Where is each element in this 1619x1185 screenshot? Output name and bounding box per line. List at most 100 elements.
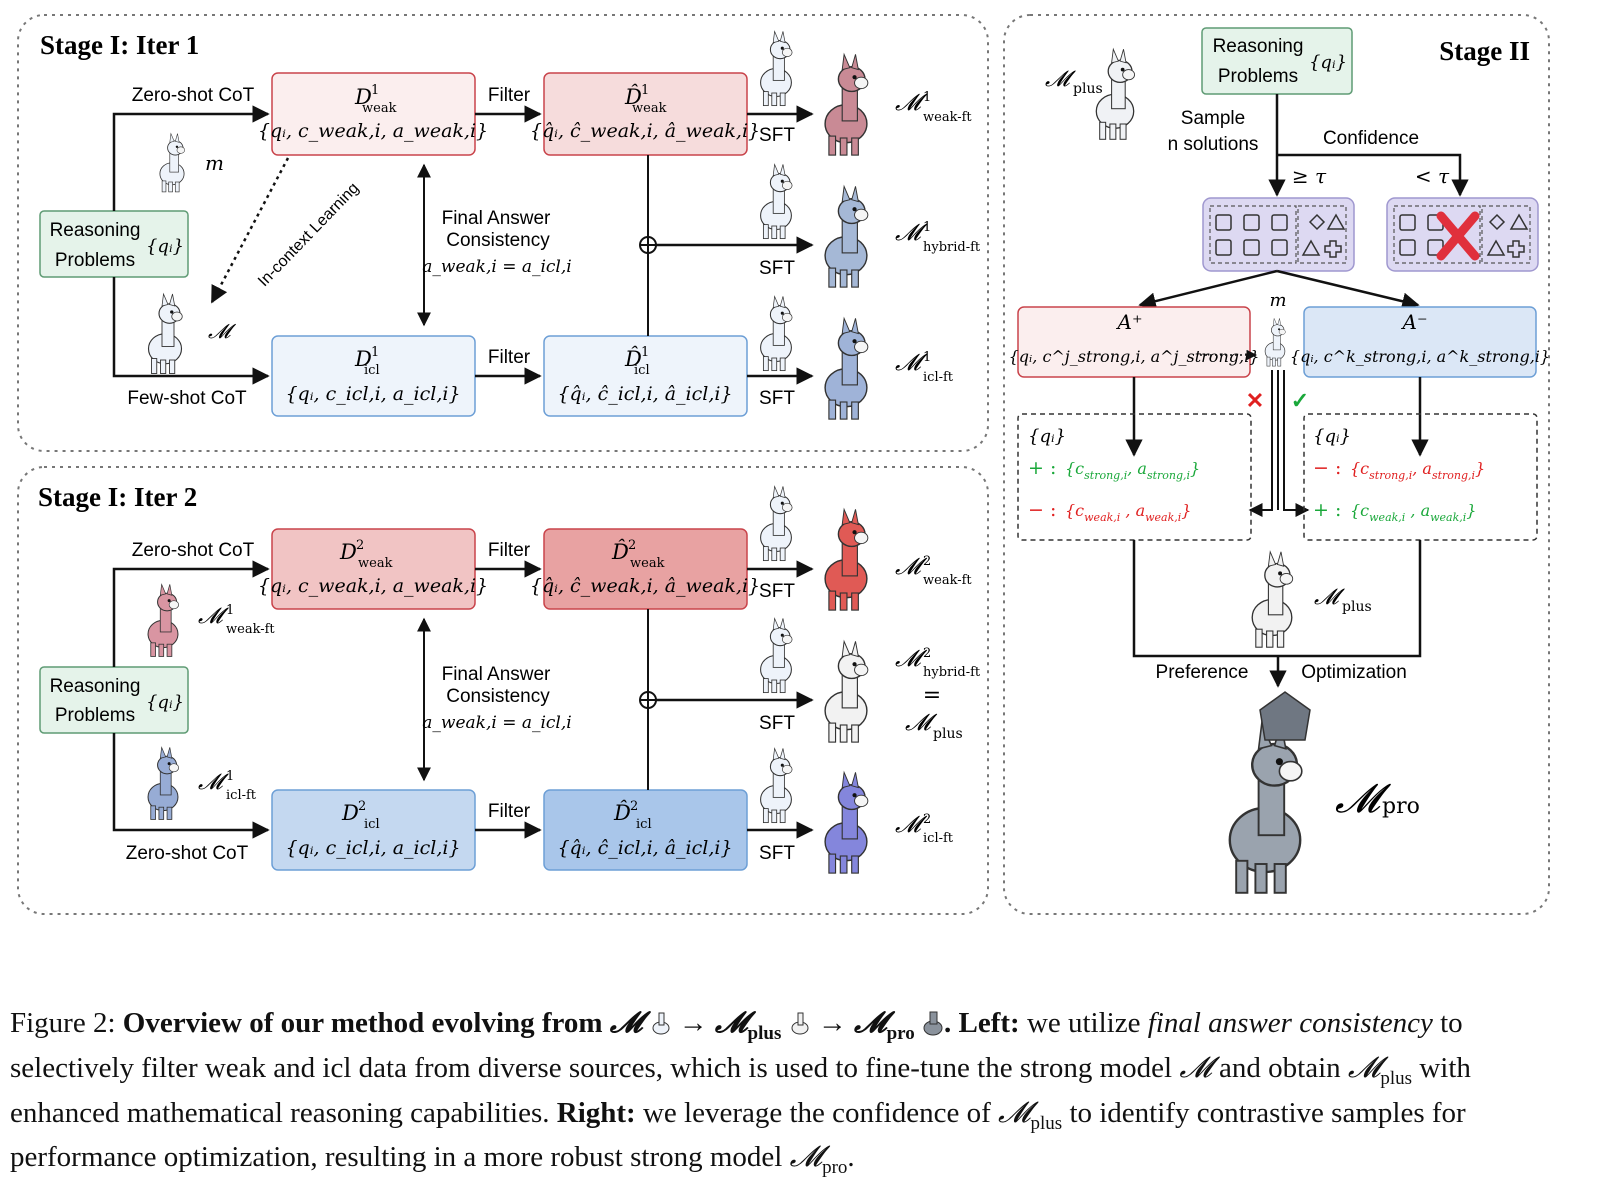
reject-x-icon — [1436, 211, 1480, 261]
stage2-m-pro: 𝓜 pro — [1335, 776, 1420, 822]
llama-icon — [824, 317, 869, 420]
iter2-output-hybrid-ft: 𝓜 2 hybrid-ft = 𝓜 plus — [895, 646, 981, 742]
svg-text:weak-ft: weak-ft — [923, 573, 972, 588]
iter2-problems-line1: Reasoning — [50, 676, 141, 697]
svg-text:𝓜: 𝓜 — [1045, 67, 1076, 92]
llama-icon — [650, 1010, 672, 1036]
iter1-d-weak-name: D — [354, 85, 372, 109]
stage2-a-plus: A⁺ — [1116, 310, 1143, 334]
iter1-d-icl-hat-sup: 1 — [641, 345, 649, 360]
llama-icon — [159, 133, 186, 193]
iter1-few-shot-label: Few-shot CoT — [127, 388, 247, 409]
iter2-zero-shot-top: Zero-shot CoT — [132, 540, 255, 561]
iter1-output-hybrid-ft: 𝓜 1 hybrid-ft — [895, 220, 981, 255]
iter2-title: Stage I: Iter 2 — [38, 482, 197, 512]
svg-text:hybrid-ft: hybrid-ft — [923, 240, 981, 255]
svg-text:1: 1 — [923, 90, 931, 105]
llama-icon — [760, 295, 793, 372]
stage2-ge-tau: ≥ τ — [1292, 164, 1327, 188]
iter2-d-icl-hat-set: {q̂ᵢ, ĉ_icl,i, â_icl,i} — [557, 837, 732, 859]
stage2-confidence: Confidence — [1323, 128, 1419, 149]
iter1-title: Stage I: Iter 1 — [40, 30, 199, 60]
panel-stage1-iter1 — [17, 14, 989, 452]
svg-text:plus: plus — [1342, 599, 1372, 615]
llama-icon — [760, 747, 793, 824]
stage2-optimization: Optimization — [1301, 662, 1407, 683]
iter1-problems-line1: Reasoning — [50, 220, 141, 241]
iter2-output-weak-ft: 𝓜 2 weak-ft — [895, 554, 972, 588]
llama-icon — [760, 163, 793, 240]
iter1-final-answer-1: Final Answer — [442, 208, 551, 229]
stage2-m-small: m — [1269, 290, 1286, 311]
iter2-d-icl-name: D — [341, 801, 359, 825]
iter2-d-weak-hat-sup: 2 — [628, 538, 636, 553]
iter1-d-icl-sub: icl — [364, 363, 380, 378]
iter2-d-weak-sup: 2 — [356, 538, 364, 553]
llama-icon — [760, 30, 793, 107]
svg-text:plus: plus — [933, 726, 963, 742]
iter1-final-answer-2: Consistency — [446, 230, 550, 251]
caption-title: Overview of our method evolving from — [122, 1007, 603, 1039]
iter1-filter-top: Filter — [488, 85, 531, 106]
llama-icon — [1228, 722, 1304, 894]
iter2-d-weak-set: {qᵢ, c_weak,i, a_weak,i} — [258, 575, 488, 597]
iter1-filter-bottom: Filter — [488, 347, 531, 368]
stage2-unconfident-samples — [1386, 197, 1539, 272]
figure-caption: Figure 2: Overview of our method evolvin… — [10, 1006, 1610, 1185]
llama-icon — [824, 640, 869, 743]
iter1-problems-line2: Problems — [55, 250, 135, 271]
iter1-d-icl-hat-set: {q̂ᵢ, ĉ_icl,i, â_icl,i} — [557, 383, 732, 405]
iter1-sft-2: SFT — [759, 258, 795, 279]
stage2-left-pairs — [1017, 413, 1252, 541]
armored-llama-icon — [922, 1010, 944, 1036]
caption-left-label: Left: — [958, 1007, 1020, 1039]
iter1-m-small: m — [205, 151, 224, 175]
caption-left-text-1: we utilize — [1026, 1007, 1141, 1039]
stage2-m-plus-label: 𝓜 plus — [1045, 67, 1103, 97]
iter2-d-icl-sub: icl — [364, 817, 380, 832]
svg-text:plus: plus — [1073, 81, 1103, 97]
llama-icon — [824, 53, 869, 156]
svg-text:weak-ft: weak-ft — [226, 622, 275, 637]
stage2-problems-line2: Problems — [1218, 66, 1298, 87]
llama-icon — [789, 1010, 811, 1036]
llama-icon — [1264, 318, 1286, 367]
caption-line-2: selectively filter weak and icl data fro… — [10, 1051, 1471, 1089]
svg-text:icl-ft: icl-ft — [226, 788, 257, 803]
iter1-consistency-eq: a_weak,i = a_icl,i — [422, 257, 571, 277]
caption-line-1: Figure 2: Overview of our method evolvin… — [10, 1007, 1463, 1044]
iter1-sft-3: SFT — [759, 388, 795, 409]
stage2-lt-tau: < τ — [1415, 164, 1450, 188]
iter2-d-weak-hat-name: D̂ — [611, 540, 629, 564]
iter1-m-big: 𝓜 — [208, 319, 237, 343]
stage2-a-minus-set: {qᵢ, c^k_strong,i, a^k_strong,i} — [1290, 347, 1550, 366]
iter2-d-weak-hat-sub: weak — [630, 556, 665, 571]
svg-text:weak-ft: weak-ft — [923, 110, 972, 125]
iter1-d-weak-set: {qᵢ, c_weak,i, a_weak,i} — [258, 120, 488, 142]
svg-text:1: 1 — [226, 603, 234, 618]
stage2-sample-2: n solutions — [1168, 134, 1259, 155]
caption-line-3: enhanced mathematical reasoning capabili… — [10, 1096, 1466, 1134]
caption-left-italic: final answer consistency — [1147, 1007, 1433, 1039]
llama-icon — [760, 617, 793, 694]
stage2-confident-samples — [1202, 197, 1355, 272]
stage2-right-minus-set: {cstrong,i, astrong,i} — [1350, 459, 1485, 482]
iter2-d-weak-sub: weak — [358, 556, 393, 571]
svg-text:𝓜: 𝓜 — [1314, 585, 1345, 610]
svg-text:1: 1 — [923, 350, 931, 365]
stage2-right-plus: + : — [1313, 499, 1341, 521]
stage2-title: Stage II — [1439, 36, 1530, 66]
svg-text:2: 2 — [923, 646, 931, 661]
iter1-output-weak-ft: 𝓜 1 weak-ft — [895, 90, 972, 125]
iter1-zero-shot-label: Zero-shot CoT — [132, 85, 255, 106]
iter2-sft-3: SFT — [759, 843, 795, 864]
iter2-sft-1: SFT — [759, 581, 795, 602]
stage2-right-minus: − : — [1313, 457, 1341, 479]
stage2-a-plus-set: {qᵢ, c^j_strong,i, a^j_strong,i} — [1009, 347, 1260, 366]
stage2-center-m-plus: 𝓜 plus — [1314, 585, 1372, 615]
iter2-consistency-eq: a_weak,i = a_icl,i — [422, 713, 571, 733]
stage2-problems-line1: Reasoning — [1213, 36, 1304, 57]
stage2-left-plus: + : — [1028, 457, 1056, 479]
iter1-problems-q: {qᵢ} — [146, 236, 184, 257]
iter1-d-icl-set: {qᵢ, c_icl,i, a_icl,i} — [285, 383, 460, 405]
